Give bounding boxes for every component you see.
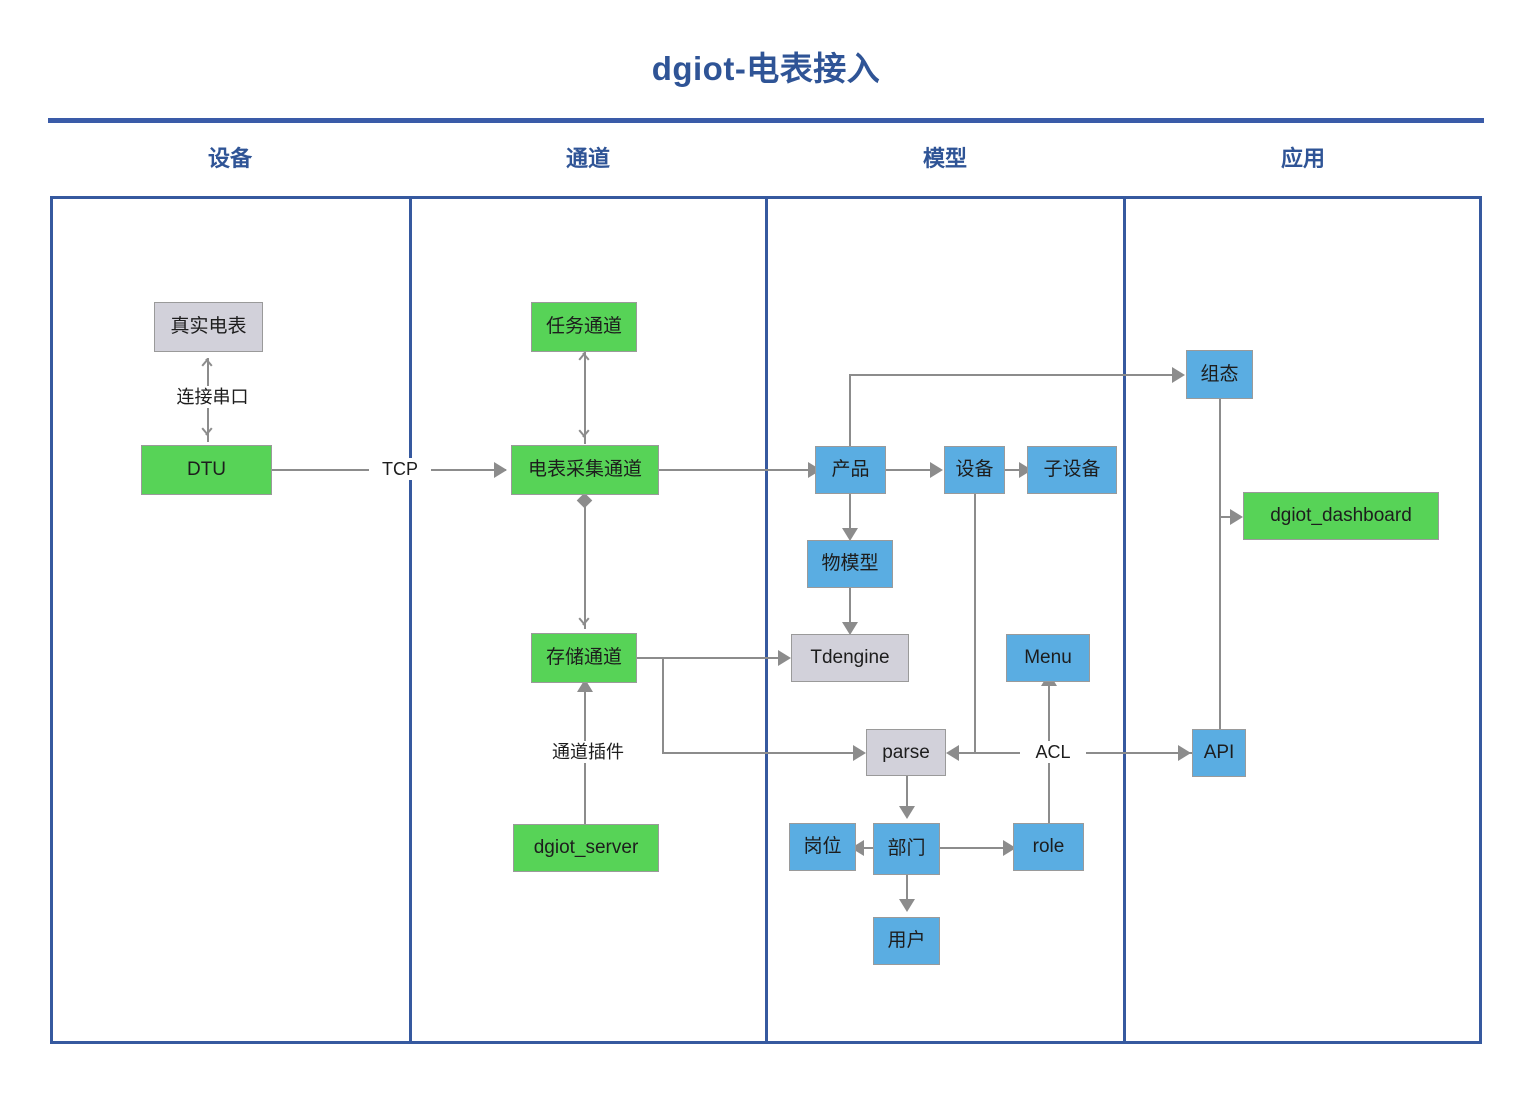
edge-tcp-arrow <box>494 462 507 478</box>
column-header-model: 模型 <box>922 146 967 171</box>
edge-department-post-line <box>856 847 878 849</box>
node-device[interactable]: 设备 <box>944 446 1005 494</box>
edge-parse-department-arrow <box>899 806 915 819</box>
edge-meter-product-line <box>659 469 815 471</box>
column-divider-3 <box>1123 196 1126 1044</box>
edge-product-scada-vline <box>849 375 851 446</box>
column-header-device: 设备 <box>207 146 252 171</box>
node-department[interactable]: 部门 <box>873 823 940 875</box>
node-real-meter[interactable]: 真实电表 <box>154 302 263 352</box>
node-storage-channel[interactable]: 存储通道 <box>531 633 637 683</box>
edge-dtu-meter-arrow-down <box>199 427 215 444</box>
column-header-channel: 通道 <box>565 146 610 171</box>
edge-dtu-meter-arrow-up <box>199 354 215 368</box>
node-tdengine[interactable]: Tdengine <box>791 634 909 682</box>
edge-department-user-line <box>906 875 908 907</box>
edge-label-serial-port: 连接串口 <box>160 386 265 408</box>
edge-acl-arrow-api <box>1178 745 1191 761</box>
edge-department-role-line <box>940 847 1012 849</box>
node-user[interactable]: 用户 <box>873 917 940 965</box>
node-task-channel[interactable]: 任务通道 <box>531 302 637 352</box>
edge-product-device-line <box>886 469 938 471</box>
edge-product-thingmodel-arrow <box>842 528 858 541</box>
edge-thingmodel-tdengine-arrow <box>842 622 858 635</box>
node-api[interactable]: API <box>1192 729 1246 777</box>
edge-product-scada-hline <box>849 374 1179 376</box>
edge-storage-parse-arrow <box>853 745 866 761</box>
edge-scada-dashboard-arrow <box>1230 509 1243 525</box>
node-menu[interactable]: Menu <box>1006 634 1090 682</box>
edge-label-tcp: TCP <box>369 458 431 480</box>
node-parse[interactable]: parse <box>866 729 946 776</box>
edge-meter-storage-arrow <box>576 617 592 634</box>
edge-acl-arrow-parse <box>946 745 959 761</box>
edge-department-role-arrow <box>1003 840 1016 856</box>
node-product[interactable]: 产品 <box>815 446 886 494</box>
edge-meter-storage-line <box>584 501 586 629</box>
node-role[interactable]: role <box>1013 823 1084 871</box>
edge-storage-tdengine-line <box>637 657 785 659</box>
column-divider-2 <box>765 196 768 1044</box>
edge-product-scada-arrow <box>1172 367 1185 383</box>
edge-label-channel-plugin: 通道插件 <box>533 741 643 763</box>
node-meter-collect-channel[interactable]: 电表采集通道 <box>511 445 659 495</box>
title-divider <box>48 118 1484 123</box>
edge-storage-parse-vline <box>662 657 664 753</box>
edge-parse-department-line <box>906 776 908 812</box>
node-post[interactable]: 岗位 <box>789 823 856 871</box>
edge-thingmodel-tdengine-line <box>849 588 851 626</box>
column-divider-1 <box>409 196 412 1044</box>
node-dgiot-server[interactable]: dgiot_server <box>513 824 659 872</box>
node-dgiot-dashboard[interactable]: dgiot_dashboard <box>1243 492 1439 540</box>
edge-department-user-arrow <box>899 899 915 912</box>
edge-storage-tdengine-arrow <box>778 650 791 666</box>
edge-label-acl: ACL <box>1020 741 1086 763</box>
edge-product-device-arrow <box>930 462 943 478</box>
node-dtu[interactable]: DTU <box>141 445 272 495</box>
edge-product-thingmodel-line <box>849 493 851 536</box>
edge-meter-task-arrow-down <box>576 429 592 446</box>
edge-meter-task-line <box>584 352 586 444</box>
node-sub-device[interactable]: 子设备 <box>1027 446 1117 494</box>
edge-scada-api-line <box>1219 399 1221 729</box>
edge-storage-parse-hline <box>662 752 860 754</box>
node-thing-model[interactable]: 物模型 <box>807 540 893 588</box>
edge-device-parse-vline <box>974 493 976 754</box>
node-scada[interactable]: 组态 <box>1186 350 1253 399</box>
column-header-app: 应用 <box>1280 146 1325 171</box>
page-title: dgiot-电表接入 <box>651 50 881 87</box>
edge-device-subdevice-line <box>1005 469 1027 471</box>
